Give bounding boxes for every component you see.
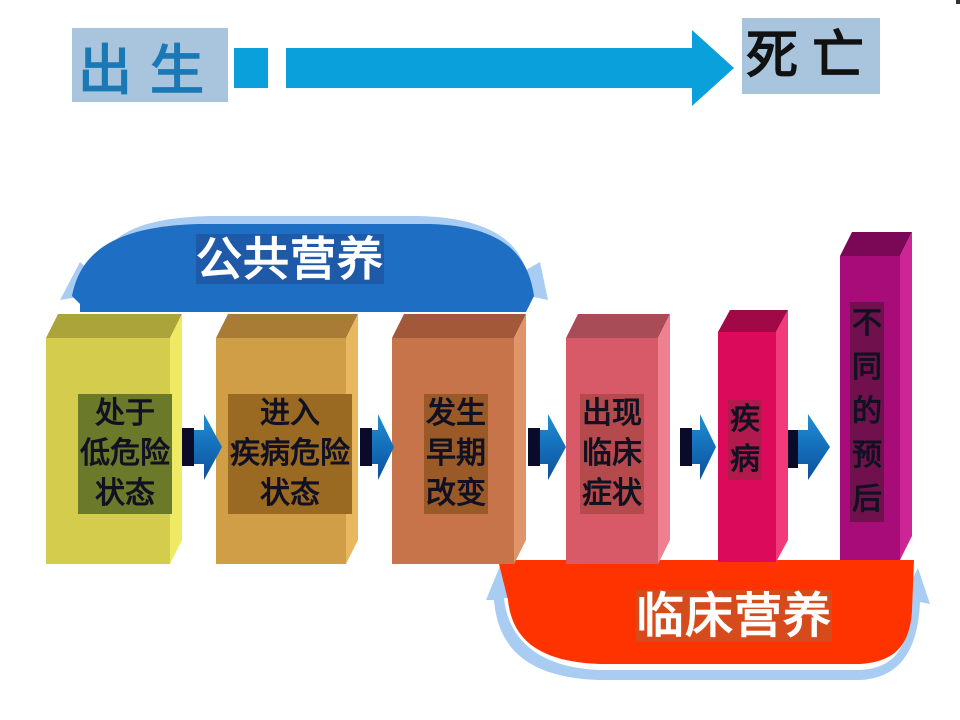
connector-arrow-4 — [680, 414, 716, 480]
timeline-end-label: 死亡 — [742, 18, 881, 94]
stage-box-5-side — [776, 310, 788, 562]
stage-box-4-side — [658, 314, 670, 564]
connector-arrow-2 — [360, 414, 394, 480]
timeline-arrow — [202, 30, 734, 106]
public-nutrition-label: 公共营养 — [196, 232, 384, 286]
stage-box-1-side — [170, 314, 182, 564]
timeline-arrow-body — [286, 30, 734, 106]
connector-arrow-5 — [788, 414, 830, 480]
connector-arrow-1 — [182, 414, 222, 480]
stage-box-4-top — [566, 314, 670, 338]
stage-box-3-top — [392, 314, 526, 338]
clinical-band-outline — [486, 566, 930, 680]
stage-label-3: 发生 早期 改变 — [424, 394, 488, 514]
stage-label-5: 疾 病 — [728, 400, 762, 480]
stage-box-1-top — [46, 314, 182, 338]
stage-box-2-top — [216, 314, 358, 338]
stage-box-3-side — [514, 314, 526, 564]
stage-label-6: 不 同 的 预 后 — [850, 302, 884, 522]
stage-box-6-side — [900, 232, 912, 560]
timeline-start-label: 出生 — [72, 28, 228, 102]
stage-label-4: 出现 临床 症状 — [580, 394, 644, 514]
corner-mark — [956, 0, 960, 4]
clinical-nutrition-label: 临床营养 — [636, 588, 833, 644]
stage-box-6-top — [840, 232, 912, 256]
stage-box-5-top — [718, 310, 788, 332]
connector-arrow-3 — [528, 414, 566, 480]
stage-label-1: 处于 低危险 状态 — [78, 394, 172, 514]
timeline-dash-2 — [234, 48, 268, 88]
stage-label-2: 进入 疾病危险 状态 — [228, 394, 352, 514]
